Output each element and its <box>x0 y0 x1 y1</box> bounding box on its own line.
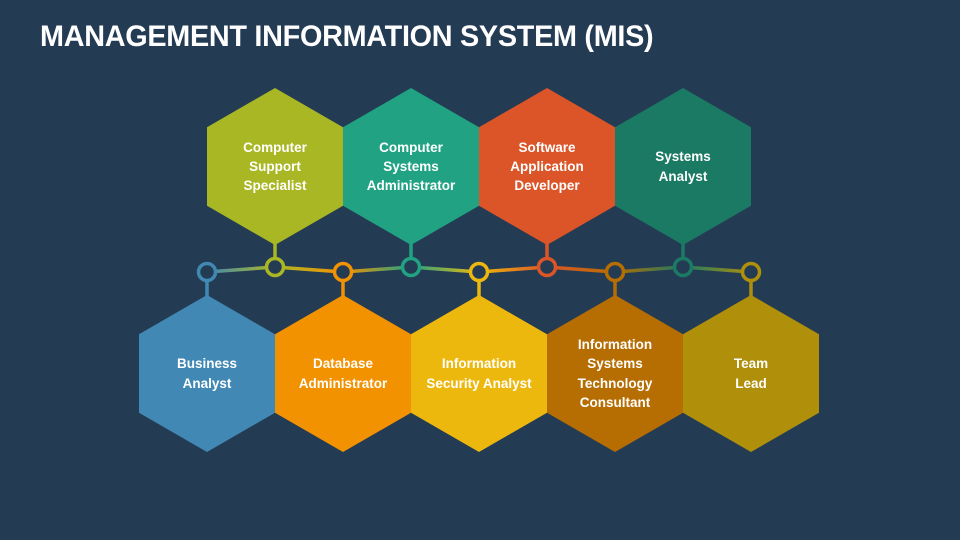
node-business-analyst <box>196 261 218 283</box>
node-software-application-developer <box>536 256 558 278</box>
connector-segment-4 <box>410 265 480 274</box>
node-database-administrator <box>332 261 354 283</box>
node-computer-support-specialist <box>264 256 286 278</box>
connector-segment-3 <box>342 265 412 274</box>
connector-segment-2 <box>274 265 344 274</box>
connector-segment-8 <box>682 265 752 274</box>
hexagon-information-systems-technology-consultant: Information Systems Technology Consultan… <box>547 295 683 452</box>
hexagon-label: Information Systems Technology Consultan… <box>577 337 653 410</box>
connector-segment-6 <box>546 265 616 274</box>
hexagon-label: Computer Systems Administrator <box>366 139 456 194</box>
hexagon-label: Computer Support Specialist <box>243 139 307 194</box>
connector-segment-1 <box>206 265 276 274</box>
node-computer-systems-administrator <box>400 256 422 278</box>
node-systems-analyst <box>672 256 694 278</box>
hexagon-label: Software Application Developer <box>510 139 584 194</box>
hexagon-software-application-developer: Software Application Developer <box>479 88 615 245</box>
connector-segment-5 <box>478 265 548 274</box>
node-information-security-analyst <box>468 261 490 283</box>
hexagon-team-lead: Team Lead <box>683 295 819 452</box>
hexagon-systems-analyst: Systems Analyst <box>615 88 751 245</box>
hexagon-label: Database Administrator <box>298 356 388 391</box>
hexagon-label: Information Security Analyst <box>426 356 532 391</box>
slide-title: MANAGEMENT INFORMATION SYSTEM (MIS) <box>40 20 654 53</box>
connector-segment-7 <box>614 265 684 274</box>
node-information-systems-technology-consultant <box>604 261 626 283</box>
node-team-lead <box>740 261 762 283</box>
hexagon-label: Systems Analyst <box>655 149 711 184</box>
hexagon-label: Team Lead <box>733 356 769 391</box>
hexagon-label: Business Analyst <box>176 356 238 391</box>
